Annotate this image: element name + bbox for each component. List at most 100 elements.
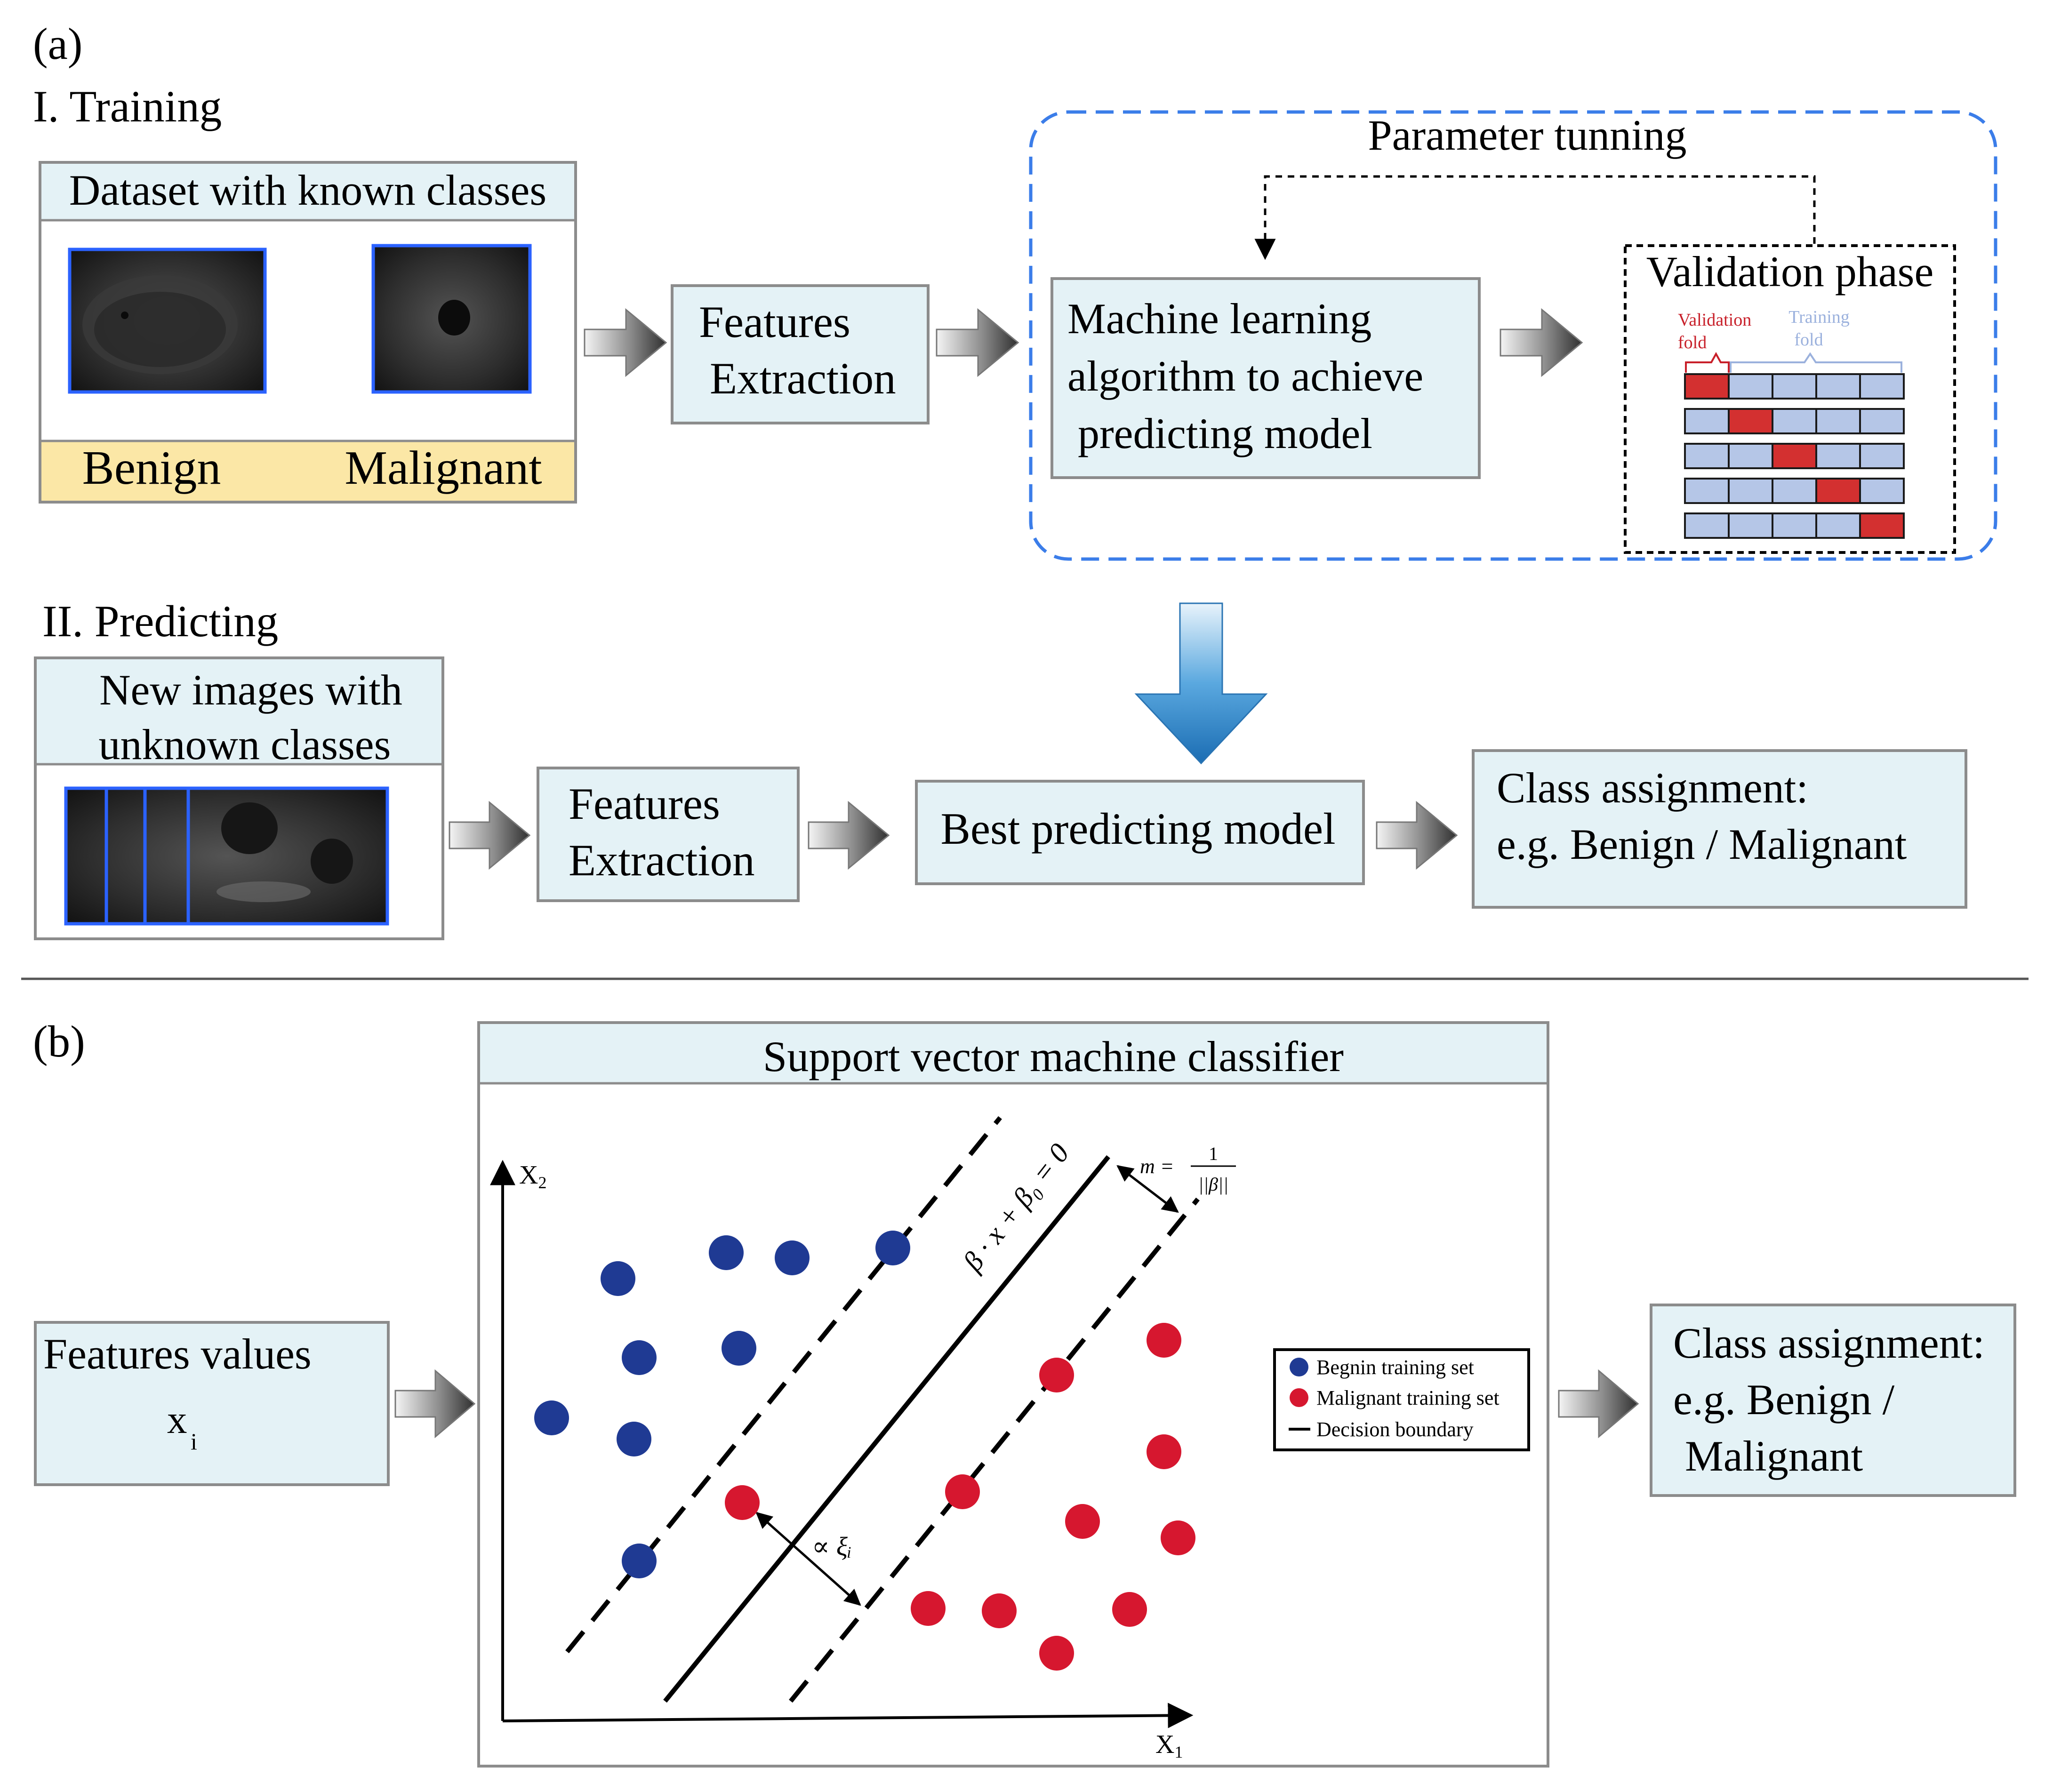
malignant-ultrasound-image bbox=[371, 244, 532, 394]
axis-y-label: X2 bbox=[519, 1160, 546, 1192]
benign-point bbox=[722, 1331, 756, 1366]
margin-eq-num: 1 bbox=[1209, 1143, 1218, 1164]
upper-margin-line bbox=[565, 1116, 1002, 1654]
training-fold-cell bbox=[1815, 512, 1861, 539]
benign-point bbox=[875, 1231, 910, 1265]
dataset-title: Dataset with known classes bbox=[69, 166, 546, 214]
arrow-best-model-to-class bbox=[1376, 800, 1458, 870]
class-assignment-box-b: Class assignment: e.g. Benign / Malignan… bbox=[1650, 1304, 2016, 1497]
axis-x-label: X1 bbox=[1155, 1730, 1183, 1761]
training-fold-cell bbox=[1859, 373, 1905, 400]
benign-point bbox=[709, 1235, 744, 1270]
new-ultrasound-images bbox=[64, 786, 389, 926]
malignant-point bbox=[1147, 1434, 1181, 1469]
ml-line1: Machine learning bbox=[1067, 295, 1371, 343]
arrow-features-to-best-model bbox=[808, 800, 890, 870]
best-model-box: Best predicting model bbox=[915, 780, 1365, 885]
malignant-point bbox=[945, 1474, 980, 1509]
validation-fold-cell bbox=[1772, 443, 1817, 469]
decision-boundary-line bbox=[663, 1155, 1110, 1703]
arrow-svm-to-class bbox=[1558, 1369, 1639, 1439]
validation-fold-cell bbox=[1859, 512, 1905, 539]
validation-fold-brace bbox=[1685, 352, 1730, 373]
training-fold-cell bbox=[1772, 408, 1817, 434]
class-assignment-b-line2: e.g. Benign / bbox=[1673, 1376, 1895, 1424]
training-fold-label-1: Training bbox=[1788, 307, 1850, 327]
training-fold-cell bbox=[1859, 408, 1905, 434]
arrow-dataset-to-features bbox=[584, 308, 667, 377]
new-images-line2: unknown classes bbox=[99, 720, 391, 768]
parameter-tuning-region bbox=[1029, 110, 1997, 561]
benign-label: Benign bbox=[82, 441, 221, 495]
best-model-label: Best predicting model bbox=[941, 804, 1336, 854]
malignant-point bbox=[725, 1485, 760, 1520]
training-fold-cell bbox=[1772, 512, 1817, 539]
slack-label: ∝ ξᵢ bbox=[812, 1532, 852, 1561]
margin-eq-den: ||β|| bbox=[1198, 1174, 1228, 1195]
features-values-title: Features values bbox=[43, 1330, 312, 1378]
svm-points bbox=[534, 1231, 1195, 1671]
predicting-heading: II. Predicting bbox=[42, 596, 278, 646]
benign-ultrasound-image bbox=[68, 248, 267, 394]
margin-eq-lhs: m = bbox=[1140, 1155, 1174, 1178]
training-fold-cell bbox=[1772, 373, 1817, 400]
panel-b-label: (b) bbox=[33, 1016, 85, 1066]
malignant-point bbox=[1161, 1520, 1195, 1555]
malignant-point bbox=[1112, 1592, 1147, 1627]
legend-malignant-marker bbox=[1290, 1388, 1308, 1407]
training-fold-cell bbox=[1728, 373, 1773, 400]
validation-fold-label-1: Validation bbox=[1678, 310, 1751, 330]
training-fold-cell bbox=[1684, 443, 1730, 469]
kfold-grid bbox=[1684, 373, 1905, 539]
features-box-predicting: Features Extraction bbox=[537, 767, 800, 902]
training-fold-cell bbox=[1684, 512, 1730, 539]
features-box-training: Features Extraction bbox=[671, 284, 930, 424]
new-images-line1: New images with bbox=[99, 666, 402, 714]
legend-benign-marker bbox=[1290, 1358, 1308, 1376]
training-heading: I. Training bbox=[33, 81, 222, 131]
benign-point bbox=[775, 1240, 810, 1275]
features-box-predicting-line2: Extraction bbox=[569, 835, 755, 885]
class-assignment-a-line1: Class assignment: bbox=[1497, 764, 1808, 812]
class-assignment-a-line2: e.g. Benign / Malignant bbox=[1497, 820, 1907, 868]
validation-title: Validation phase bbox=[1646, 248, 1934, 296]
class-assignment-b-line3: Malignant bbox=[1685, 1432, 1863, 1480]
malignant-point bbox=[1039, 1636, 1074, 1671]
malignant-point bbox=[1039, 1358, 1074, 1392]
legend-malignant-label: Malignant training set bbox=[1316, 1386, 1500, 1409]
validation-phase-box: Validation phase Validation fold Trainin… bbox=[1624, 244, 1956, 554]
benign-point bbox=[601, 1261, 635, 1296]
training-fold-cell bbox=[1859, 478, 1905, 504]
arrow-ml-to-validation bbox=[1500, 308, 1583, 377]
malignant-point bbox=[982, 1593, 1017, 1628]
ml-algorithm-box: Machine learning algorithm to achieve pr… bbox=[1051, 277, 1481, 479]
training-fold-cell bbox=[1728, 478, 1773, 504]
features-box-predicting-line1: Features bbox=[569, 779, 720, 829]
training-fold-cell bbox=[1728, 512, 1773, 539]
validation-fold-cell bbox=[1728, 408, 1773, 434]
training-fold-cell bbox=[1684, 478, 1730, 504]
svm-axes bbox=[490, 1160, 1194, 1728]
malignant-label: Malignant bbox=[345, 441, 542, 495]
ml-line3: predicting model bbox=[1078, 409, 1372, 457]
features-box-training-line2: Extraction bbox=[710, 353, 896, 403]
training-fold-label-2: fold bbox=[1794, 330, 1823, 350]
features-var-sub: i bbox=[191, 1428, 197, 1455]
class-assignment-b-line1: Class assignment: bbox=[1673, 1319, 1985, 1367]
training-fold-cell bbox=[1859, 443, 1905, 469]
training-fold-cell bbox=[1684, 408, 1730, 434]
arrow-features-to-ml bbox=[936, 308, 1019, 377]
parameter-tuning-label: Parameter tunning bbox=[1368, 111, 1686, 159]
big-blue-down-arrow bbox=[1134, 602, 1268, 765]
validation-fold-label-2: fold bbox=[1678, 333, 1707, 352]
features-var-x: x bbox=[167, 1398, 187, 1442]
legend-benign-label: Begnin training set bbox=[1316, 1356, 1474, 1379]
training-fold-cell bbox=[1815, 408, 1861, 434]
training-fold-cell bbox=[1772, 478, 1817, 504]
benign-point bbox=[622, 1340, 657, 1375]
slack-arrow bbox=[755, 1512, 861, 1606]
malignant-point bbox=[1065, 1504, 1100, 1539]
features-values-box: Features values x i bbox=[34, 1321, 390, 1486]
benign-point bbox=[622, 1544, 657, 1578]
malignant-point bbox=[1147, 1323, 1181, 1358]
